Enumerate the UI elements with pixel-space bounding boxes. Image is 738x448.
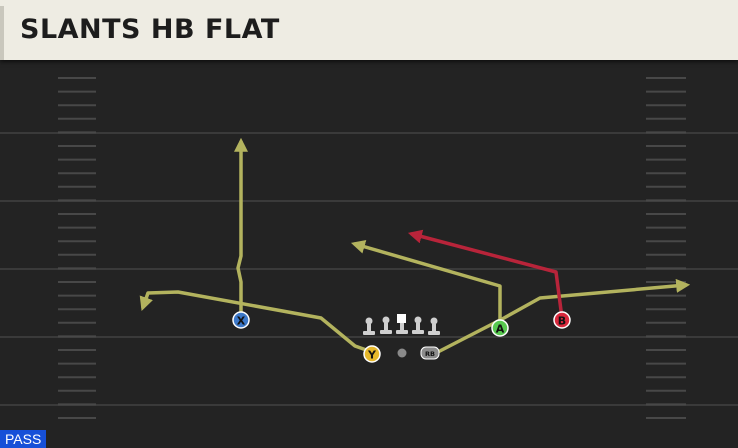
routes [139, 137, 691, 356]
player-X: X [232, 311, 250, 329]
player-A-marker [491, 319, 509, 337]
play-title: SLANTS HB FLAT [20, 14, 280, 45]
player-RB-label: RB [425, 350, 435, 358]
player-B: B [553, 311, 571, 329]
player-A: A [491, 319, 509, 337]
yard-lines [0, 132, 738, 406]
player-B-marker [553, 311, 571, 329]
route-B-post [407, 229, 564, 320]
offensive-line [363, 314, 440, 335]
lineman-icon [380, 316, 392, 334]
route-Y-drag [139, 290, 374, 354]
player-Y-marker [363, 345, 381, 363]
lineman-icon [363, 317, 375, 335]
player-RB: RB [420, 346, 440, 360]
player-B-label: B [558, 315, 566, 328]
route-A-corner [350, 240, 502, 329]
player-Y-label: Y [367, 349, 377, 362]
player-Y: Y [363, 345, 381, 363]
header-accent [0, 6, 4, 60]
quarterback-marker [397, 348, 407, 358]
center-icon [396, 314, 408, 334]
player-RB-marker [420, 346, 440, 360]
route-X-go [234, 137, 248, 322]
hash-marks [58, 77, 686, 419]
player-A-label: A [496, 323, 505, 336]
play-header: SLANTS HB FLAT [0, 0, 738, 60]
player-X-marker [232, 311, 250, 329]
route-RB-flat [432, 278, 691, 356]
lineman-icon [428, 317, 440, 335]
lineman-icon [412, 316, 424, 334]
play-type-badge: PASS [0, 430, 47, 448]
player-X-label: X [237, 315, 246, 328]
field-turf [0, 60, 738, 448]
